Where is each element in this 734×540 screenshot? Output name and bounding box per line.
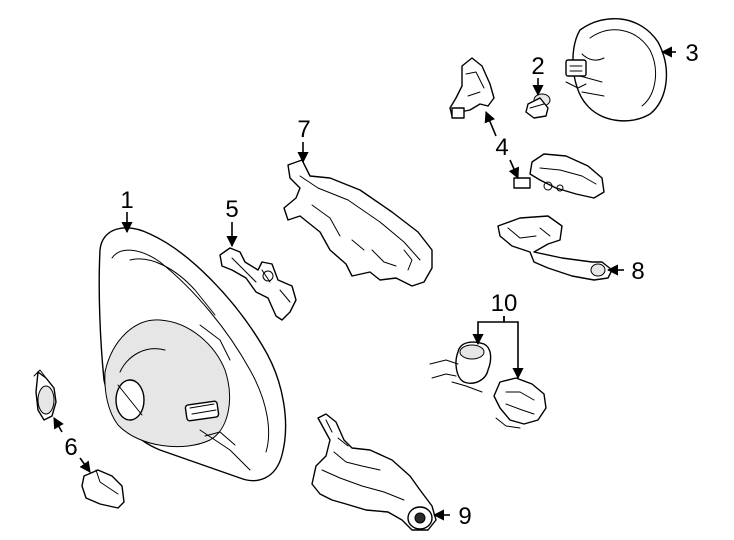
bolt[interactable] [525, 93, 551, 119]
callout-4: 4 [495, 134, 508, 161]
left-switch-module[interactable] [449, 57, 495, 119]
callout-9: 9 [458, 503, 471, 530]
callout-10: 10 [491, 290, 518, 317]
callout-1: 1 [120, 187, 133, 214]
small-switch[interactable] [33, 369, 57, 421]
clock-spring-left[interactable] [429, 341, 492, 393]
lower-cover[interactable] [497, 215, 613, 281]
cover-panel[interactable] [283, 159, 433, 287]
right-switch-module[interactable] [513, 153, 605, 199]
callout-2: 2 [531, 53, 544, 80]
switch-bracket[interactable] [219, 247, 297, 321]
callout-8: 8 [631, 258, 644, 285]
callout-5: 5 [225, 196, 238, 223]
steering-column[interactable] [311, 413, 437, 531]
callout-7: 7 [297, 116, 310, 143]
clock-spring-right[interactable] [493, 377, 547, 429]
callout-labels: 1 2 3 4 5 6 7 8 9 10 [64, 40, 698, 530]
trim-cap[interactable] [81, 469, 125, 509]
callout-6: 6 [64, 434, 77, 461]
callout-3: 3 [685, 40, 698, 67]
airbag-module[interactable] [565, 17, 668, 122]
leader-lines [53, 46, 676, 521]
steering-wheel[interactable] [98, 227, 287, 482]
